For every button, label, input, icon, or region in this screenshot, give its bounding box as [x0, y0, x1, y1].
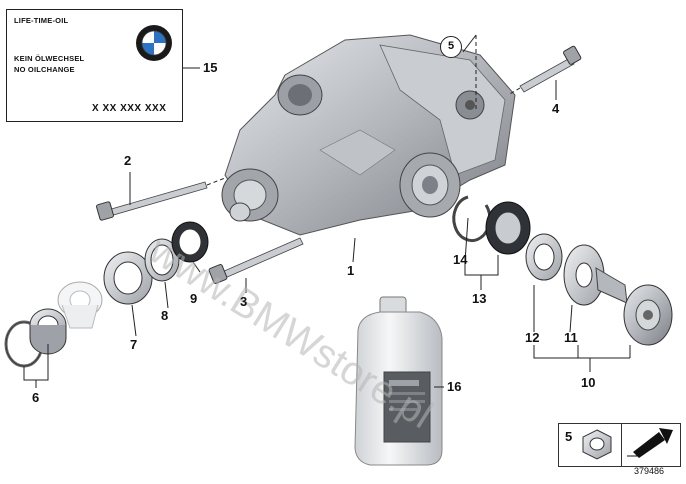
callout-5-circle: 5 — [440, 36, 462, 58]
callout-11: 11 — [564, 330, 578, 345]
callout-5-box: 5 — [565, 429, 573, 444]
bearing-6 — [29, 308, 67, 355]
callout-14: 14 — [453, 252, 468, 267]
callout-2: 2 — [124, 153, 132, 168]
callout-1: 1 — [347, 263, 355, 278]
label-line-1: LIFE-TIME-OIL — [14, 16, 69, 25]
callout-16: 16 — [447, 379, 462, 394]
callout-12: 12 — [525, 330, 540, 345]
shim-7 — [103, 251, 153, 305]
label-line-2: KEIN ÖLWECHSEL — [14, 54, 85, 63]
callout-6: 6 — [32, 390, 40, 405]
sleeve — [57, 281, 103, 329]
leader-lines — [23, 67, 631, 388]
diagram-id: 379486 — [634, 466, 665, 476]
callout-4: 4 — [552, 101, 560, 116]
ring-8 — [144, 238, 180, 282]
bmw-logo-icon — [136, 25, 172, 61]
callout-13: 13 — [472, 291, 487, 306]
label-code: X XX XXX XXX — [92, 103, 167, 114]
oil-bottle — [354, 296, 443, 466]
callout-3: 3 — [240, 294, 248, 309]
nut-icon — [582, 429, 612, 460]
oil-label-card: LIFE-TIME-OIL KEIN ÖLWECHSEL NO OILCHANG… — [6, 9, 183, 122]
seal-13 — [485, 201, 531, 255]
flange-11 — [563, 244, 673, 346]
callout-5: 5 — [447, 40, 455, 52]
nut-detail-box: 5 — [558, 423, 681, 467]
differential-housing — [221, 34, 516, 236]
callout-9: 9 — [190, 291, 198, 306]
callout-7: 7 — [130, 337, 138, 352]
ring-12 — [525, 233, 563, 281]
arrow-icon — [627, 428, 673, 458]
circlip-14 — [452, 195, 492, 242]
label-line-3: NO OILCHANGE — [14, 65, 75, 74]
callout-10: 10 — [581, 375, 596, 390]
bolt-2 — [96, 177, 226, 221]
bolt-3 — [208, 237, 304, 284]
callout-15: 15 — [203, 60, 218, 75]
seal-9 — [171, 221, 209, 263]
bolt-4 — [507, 45, 582, 96]
callout-8: 8 — [161, 308, 169, 323]
